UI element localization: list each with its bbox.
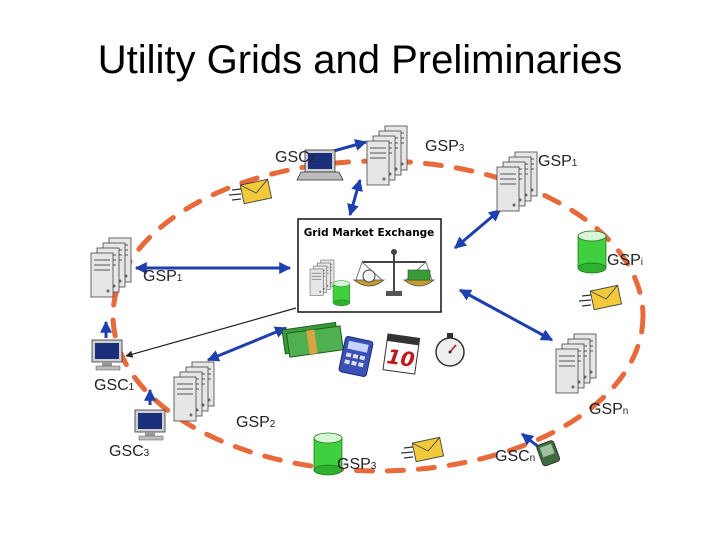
envelope-icon — [400, 436, 445, 463]
monitor-icon — [91, 339, 123, 371]
label-gsc2: GSC2 — [275, 149, 316, 166]
database-icon — [577, 230, 607, 274]
server-rack-icon — [497, 152, 537, 211]
monitor-icon — [134, 409, 166, 441]
label-gsp-i: GSPi — [607, 252, 643, 269]
exchange-title: Grid Market Exchange — [304, 227, 435, 239]
calendar-day: 10 — [385, 344, 416, 372]
arrow-gsp2-exchange — [206, 326, 288, 362]
label-gsp3-bottom: GSP3 — [337, 456, 377, 473]
envelope-icon — [578, 284, 623, 311]
laptop-icon — [296, 149, 344, 181]
ring-network — [110, 158, 646, 474]
arrow-gsc2-server — [329, 139, 368, 154]
label-gscn: GSCn — [495, 448, 535, 465]
arrow-gsp1right-exchange — [454, 208, 501, 250]
node-labels: GSC2 GSP3 GSP1 GSPi GSP1 GSC1 GSP2 GSC3 … — [94, 138, 643, 473]
label-gsc1: GSC1 — [94, 377, 135, 394]
calculator-icon — [338, 336, 374, 377]
arrow-gsp3-exchange — [347, 178, 363, 217]
connection-arrows — [100, 139, 554, 450]
slide-title: Utility Grids and Preliminaries — [97, 38, 623, 82]
calendar-icon: 10 — [382, 333, 421, 375]
database-icon — [332, 280, 351, 307]
server-rack-icon — [91, 238, 131, 297]
label-gsp3-top: GSP3 — [425, 138, 465, 155]
pda-icon — [536, 440, 560, 467]
label-gspn: GSPn — [589, 401, 628, 418]
grid-market-exchange: Grid Market Exchange — [297, 218, 442, 313]
arrow-exchange-gsc1 — [125, 307, 297, 358]
scale-icon — [352, 249, 436, 296]
arrow-gspn-exchange — [458, 288, 554, 342]
envelope-icon — [228, 178, 273, 205]
server-rack-icon — [174, 362, 214, 421]
label-gsp1-left: GSP1 — [143, 268, 183, 285]
stopwatch-icon — [435, 333, 465, 367]
label-gsc3: GSC3 — [109, 443, 150, 460]
label-gsp2: GSP2 — [236, 414, 276, 431]
server-rack-icon — [367, 126, 407, 185]
money-icon — [281, 321, 344, 358]
label-gsp1-right: GSP1 — [538, 153, 578, 170]
server-rack-icon — [556, 334, 596, 393]
